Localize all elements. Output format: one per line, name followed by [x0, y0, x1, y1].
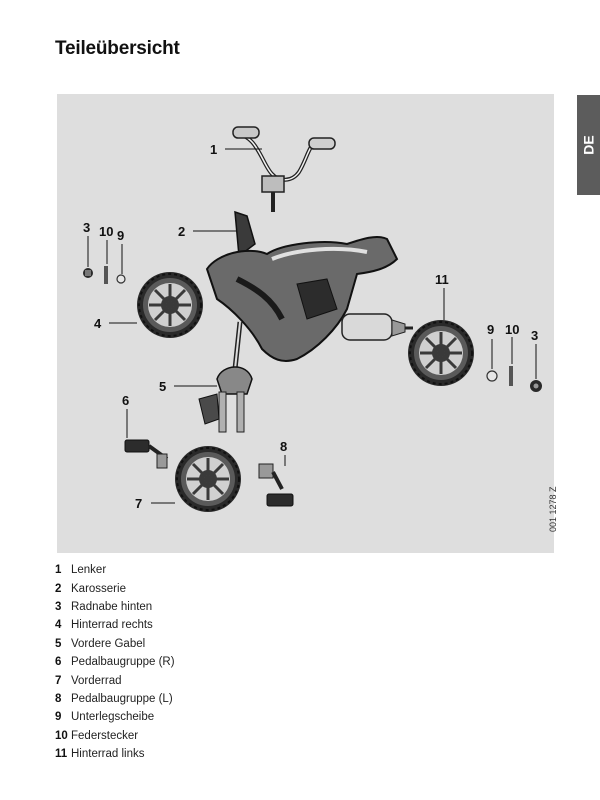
part-label: Karosserie	[71, 582, 126, 595]
part-label: Hinterrad links	[71, 748, 145, 761]
body-part	[205, 210, 413, 362]
part-label: Radnabe hinten	[71, 600, 153, 613]
list-item: 8 Pedalbaugruppe (L)	[55, 690, 175, 708]
front-wheel	[173, 444, 243, 514]
list-item: 9 Unterlegscheibe	[55, 708, 175, 726]
part-number: 5	[55, 637, 62, 650]
callout-10-left: 10	[99, 224, 113, 239]
callout-leader-lines	[87, 148, 537, 504]
part-label: Vorderrad	[71, 674, 122, 687]
figure-code: 001 1278 Z	[548, 486, 558, 532]
part-number: 1	[55, 564, 62, 577]
hub-washer-pin-set-right	[486, 366, 542, 392]
callout-9-right: 9	[487, 322, 494, 337]
part-label: Pedalbaugruppe (L)	[71, 692, 173, 705]
part-number: 8	[55, 692, 62, 705]
language-tab-label: DE	[580, 135, 597, 155]
callout-5: 5	[159, 379, 166, 394]
callout-3-left: 3	[83, 220, 90, 235]
callout-8: 8	[280, 439, 287, 454]
exploded-view-drawing: 1 2 3 10 9 4 11 9 10 3 5 6 8 7	[83, 126, 542, 514]
part-label: Pedalbaugruppe (R)	[71, 656, 175, 669]
callout-4: 4	[94, 316, 102, 331]
rear-wheel-left	[406, 318, 476, 388]
callout-2: 2	[178, 224, 185, 239]
part-label: Vordere Gabel	[71, 637, 146, 650]
part-label: Unterlegscheibe	[71, 711, 155, 724]
pedal-assembly-right	[124, 439, 169, 469]
part-number: 2	[55, 582, 62, 595]
part-number: 10	[55, 729, 68, 742]
part-label: Federstecker	[71, 729, 139, 742]
part-number: 3	[55, 600, 62, 613]
list-item: 7 Vorderrad	[55, 671, 175, 689]
hub-washer-pin-set-left	[83, 266, 126, 284]
callout-1: 1	[210, 142, 217, 157]
callout-9-left: 9	[117, 228, 124, 243]
list-item: 2 Karosserie	[55, 579, 175, 597]
pedal-assembly-left	[258, 463, 294, 507]
list-item: 1 Lenker	[55, 561, 175, 579]
callout-3-right: 3	[531, 328, 538, 343]
callout-7: 7	[135, 496, 142, 511]
list-item: 6 Pedalbaugruppe (R)	[55, 653, 175, 671]
front-fork-part	[198, 321, 253, 433]
callout-10-right: 10	[505, 322, 519, 337]
part-number: 7	[55, 674, 62, 687]
handlebar-part	[232, 126, 336, 212]
exploded-view-figure: 1 2 3 10 9 4 11 9 10 3 5 6 8 7	[57, 94, 554, 553]
rear-wheel-right	[135, 270, 205, 340]
part-number: 9	[55, 711, 62, 724]
callout-labels: 1 2 3 10 9 4 11 9 10 3 5 6 8 7	[83, 142, 538, 511]
list-item: 3 Radnabe hinten	[55, 598, 175, 616]
part-number: 11	[55, 748, 68, 761]
page-title: Teileübersicht	[55, 38, 180, 59]
list-item: 4 Hinterrad rechts	[55, 616, 175, 634]
list-item: 5 Vordere Gabel	[55, 635, 175, 653]
callout-6: 6	[122, 393, 129, 408]
language-tab: DE	[577, 95, 600, 195]
part-label: Hinterrad rechts	[71, 619, 153, 632]
callout-11: 11	[435, 272, 449, 287]
part-label: Lenker	[71, 564, 107, 577]
part-number: 4	[55, 619, 62, 632]
part-number: 6	[55, 656, 62, 669]
